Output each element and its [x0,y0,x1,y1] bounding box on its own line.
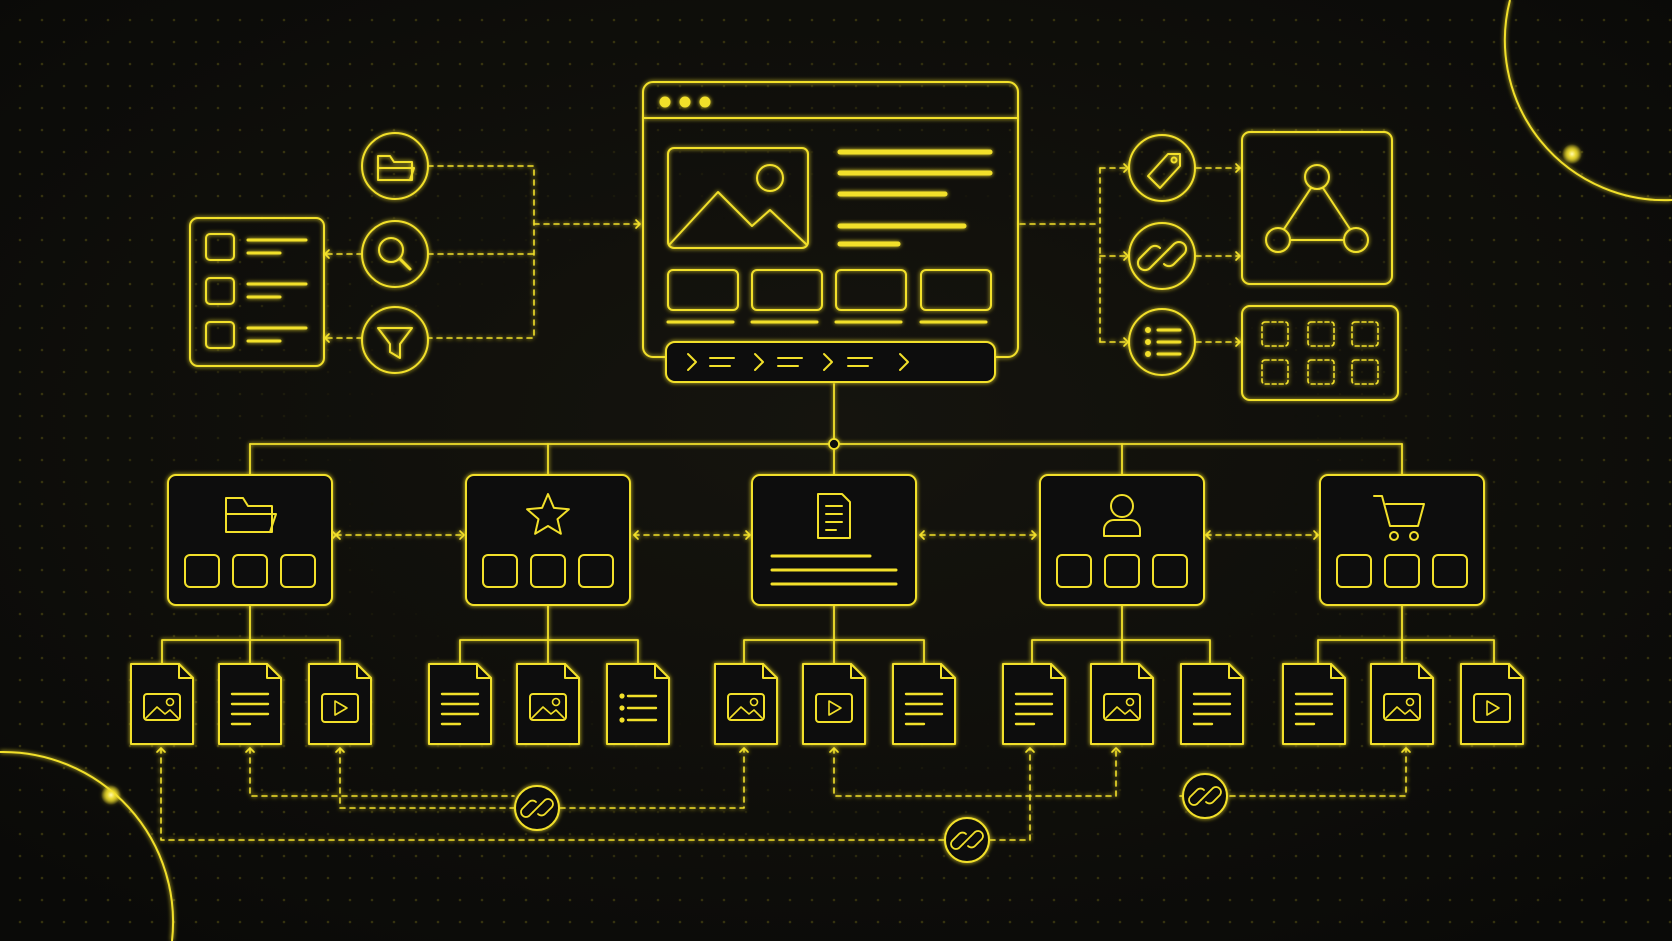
category-card[interactable] [167,474,333,606]
tree-lines [161,383,1495,665]
user-icon [1103,494,1141,537]
link-icon [1136,240,1188,272]
sub-card [1104,554,1140,588]
content-cards [666,269,992,324]
network-triangle-icon [1265,164,1369,253]
window-dot-icon [659,96,671,108]
star-icon [526,493,570,535]
corner-arc-top-right [1503,0,1672,202]
video-file-icon[interactable] [308,663,372,745]
video-file-icon[interactable] [1460,663,1524,745]
sub-card [1056,554,1092,588]
folder-icon [225,497,277,533]
main-page-window[interactable] [642,81,1019,383]
cart-icon [1373,495,1425,541]
window-dot-icon [679,96,691,108]
cross-links [514,773,1228,863]
tool-folder-button[interactable] [361,132,429,200]
grid-panel[interactable] [1241,305,1399,401]
sub-card [232,554,268,588]
list-file-icon[interactable] [606,663,670,745]
checklist-panel[interactable] [189,217,325,367]
tool-search-button[interactable] [361,220,429,288]
text-file-icon[interactable] [218,663,282,745]
category-card[interactable] [465,474,631,606]
sub-card [530,554,566,588]
sub-card [578,554,614,588]
text-file-icon[interactable] [1180,663,1244,745]
category-card[interactable] [751,474,917,606]
link-icon [1188,786,1222,806]
sub-card [1432,554,1468,588]
network-panel[interactable] [1241,131,1393,285]
text-file-icon[interactable] [1282,663,1346,745]
text-lines [837,149,993,247]
breadcrumb-bar[interactable] [665,341,996,383]
image-icon [667,147,809,249]
category-row [167,474,1485,606]
image-file-icon[interactable] [714,663,778,745]
category-card[interactable] [1039,474,1205,606]
link-icon [520,798,554,818]
dashed-connectors [160,165,1407,841]
tool-list-button[interactable] [1128,308,1196,376]
cross-link-badge[interactable] [944,817,990,863]
file-row [130,663,1524,745]
sub-card [280,554,316,588]
image-file-icon[interactable] [1090,663,1154,745]
text-lines [770,554,898,586]
list-icon [1145,327,1182,357]
sub-card [1384,554,1420,588]
text-file-icon[interactable] [428,663,492,745]
sub-card [1152,554,1188,588]
filter-icon [377,327,413,359]
arrowheads [156,163,1411,753]
document-icon [817,493,851,539]
corner-arc-bottom-left [0,750,175,941]
tag-icon [1147,153,1181,189]
window-dot-icon [699,96,711,108]
sub-card [482,554,518,588]
folder-icon [377,155,415,181]
link-icon [950,830,984,850]
dot-grid-background [18,18,1672,924]
search-icon [378,237,412,271]
tool-tag-button[interactable] [1128,134,1196,202]
video-file-icon[interactable] [802,663,866,745]
tool-link-button[interactable] [1128,222,1196,290]
text-file-icon[interactable] [892,663,956,745]
text-file-icon[interactable] [1002,663,1066,745]
sub-card [1336,554,1372,588]
cross-link-badge[interactable] [1182,773,1228,819]
dashed-grid-icon [1261,321,1379,385]
category-card[interactable] [1319,474,1485,606]
sub-card [184,554,220,588]
image-file-icon[interactable] [1370,663,1434,745]
checklist-icon [205,233,308,349]
tool-filter-button[interactable] [361,306,429,374]
image-file-icon[interactable] [516,663,580,745]
cross-link-badge[interactable] [514,785,560,831]
image-file-icon[interactable] [130,663,194,745]
